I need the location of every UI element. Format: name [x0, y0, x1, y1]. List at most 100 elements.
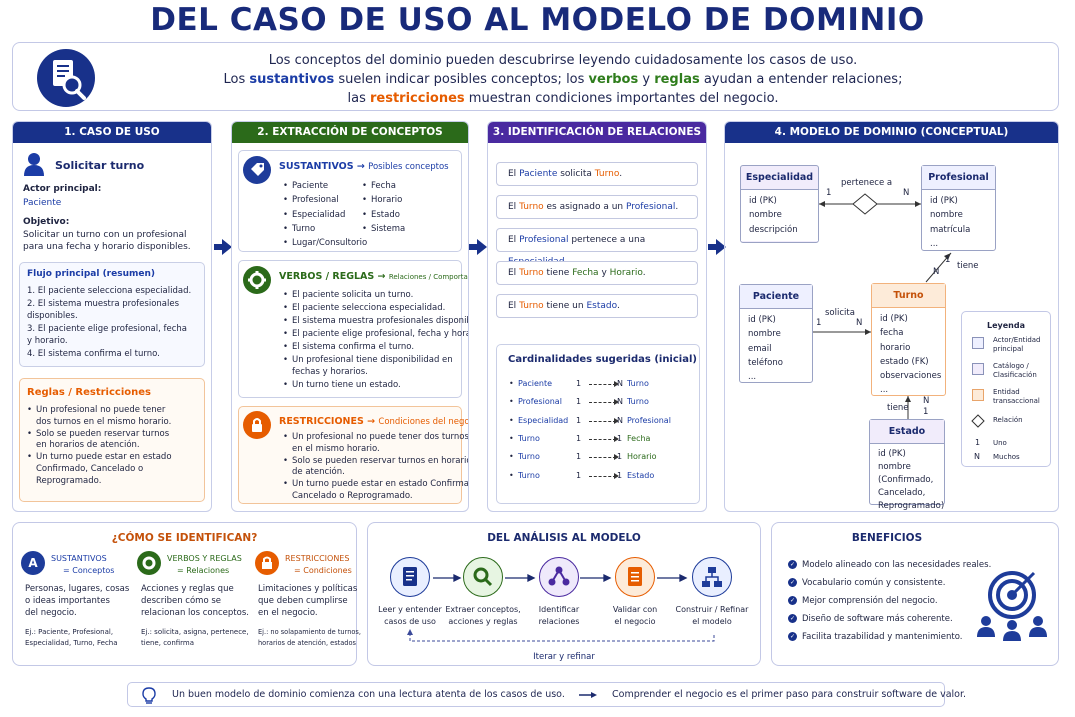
- objective-label: Objetivo:: [23, 217, 70, 227]
- bullet: •: [27, 405, 33, 415]
- list-line: •Un turno puede estar en estado: [27, 452, 172, 463]
- bullet: •: [509, 433, 514, 443]
- benefit-item: ✓Facilita trazabilidad y mantenimiento.: [788, 632, 963, 642]
- list-line: en el negocio.: [258, 608, 318, 618]
- list-line: •Un profesional no puede tener dos turno…: [283, 432, 469, 442]
- bullet: •: [283, 238, 289, 249]
- network-icon: [539, 557, 579, 597]
- intro-line-2: Los sustantivos suelen indicar posibles …: [223, 72, 903, 87]
- list-line: tiene, confirma: [141, 639, 195, 647]
- bullet: •: [362, 209, 368, 220]
- bullet: •: [283, 341, 289, 352]
- list-line: dos turnos en el mismo horario.: [36, 416, 172, 427]
- relation-item: El Turno es asignado a un Profesional.: [496, 195, 698, 219]
- bullet: •: [362, 223, 368, 234]
- card-entity: Turno: [627, 379, 649, 388]
- card-entity: Turno: [518, 452, 540, 462]
- list-line: •Fecha: [362, 179, 405, 193]
- relation-label: solicita: [825, 308, 855, 318]
- bullet: •: [509, 452, 514, 462]
- relation-label: tiene: [957, 261, 979, 271]
- entity-attribute: id (PK): [880, 314, 908, 324]
- entity-attribute: nombre: [748, 329, 781, 340]
- entity-attribute: (Confirmado,: [878, 475, 934, 485]
- entity-attribute: ...: [748, 372, 757, 383]
- bullet: •: [283, 432, 289, 442]
- card-entity: Paciente: [518, 379, 553, 388]
- card-many: N: [617, 379, 623, 388]
- card-many: N: [617, 397, 623, 407]
- category-sub: = Condiciones: [294, 566, 352, 575]
- objective-line: Solicitar un turno con un profesional: [23, 230, 187, 240]
- list-line: •Horario: [362, 193, 405, 207]
- entity-attribute: nombre: [878, 462, 911, 472]
- category-example: Ej.: Paciente, Profesional,Especialidad,…: [25, 627, 118, 649]
- process-arrows: [407, 573, 715, 642]
- restrictions-box: RESTRICCIONES → Condiciones del negocio …: [238, 406, 468, 504]
- relation-item: El Turno tiene un Estado.: [496, 294, 698, 318]
- card-entity: Turno: [518, 470, 540, 480]
- flow-list: 1. El paciente selecciona especialidad.2…: [27, 285, 191, 360]
- flow-arrow-icon: [708, 239, 726, 255]
- flow-arrow-icon: [214, 239, 232, 255]
- dashed-arrow-icon: [589, 417, 619, 424]
- domain-model-column: 4. MODELO DE DOMINIO (CONCEPTUAL) Especi…: [724, 121, 1059, 512]
- card-one: 1: [576, 470, 582, 480]
- card-one: 1: [576, 379, 582, 388]
- entity-attribute: Cancelado,: [878, 488, 926, 498]
- step-label: Leer y entender: [378, 605, 442, 614]
- nouns-title: SUSTANTIVOS → Posibles conceptos: [279, 161, 449, 172]
- bullet: •: [27, 428, 33, 439]
- card-entity: Profesional: [627, 415, 671, 425]
- legend-label: Muchos: [993, 453, 1020, 461]
- bullet: •: [362, 195, 368, 206]
- category-title: VERBOS Y REGLAS: [167, 554, 242, 563]
- document-search-icon: [37, 49, 95, 107]
- list-line: horarios de atención, estados: [258, 639, 356, 647]
- panel-title: BENEFICIOS: [851, 532, 923, 544]
- legend-label: Catálogo /Clasificación: [993, 362, 1037, 379]
- list-line: •El sistema muestra profesionales dispon…: [283, 315, 469, 326]
- dashed-arrow-icon: [589, 454, 619, 461]
- lightbulb-icon: [142, 687, 156, 704]
- category-example: Ej.: no solapamiento de turnos,horarios …: [258, 627, 361, 649]
- column-header: 1. CASO DE USO: [13, 122, 211, 143]
- dashed-arrow-icon: [589, 472, 619, 479]
- benefit-item: ✓Diseño de software más coherente.: [788, 614, 953, 624]
- entity-attribute: observaciones: [880, 371, 942, 382]
- entity-attribute: ...: [880, 385, 889, 396]
- list-line: Acciones y reglas que: [141, 584, 234, 594]
- list-line: de atención.: [292, 467, 345, 478]
- step-label: Validar con: [612, 605, 658, 614]
- verbs-title: VERBOS / REGLAS → Relaciones / Comportam…: [279, 271, 468, 282]
- gear-icon: [137, 551, 161, 575]
- verbs-box: VERBOS / REGLAS → Relaciones / Comportam…: [238, 260, 468, 398]
- list-line: •Solo se pueden reservar turnos: [27, 428, 170, 439]
- nouns-list: •Fecha•Horario•Estado•Sistema: [362, 179, 405, 236]
- intro-line-3: las restricciones muestran condiciones i…: [347, 91, 779, 106]
- footer-text: Comprender el negocio es el primer paso …: [612, 689, 967, 700]
- panel-title: DEL ANÁLISIS AL MODELO: [487, 532, 641, 544]
- card-many: N: [617, 415, 623, 425]
- category-title: SUSTANTIVOS: [51, 554, 107, 563]
- card-one: 1: [576, 415, 582, 425]
- card-entity: Fecha: [627, 433, 651, 443]
- cardinality-many: N: [903, 188, 910, 198]
- list-line: Confirmado, Cancelado o: [36, 463, 144, 474]
- benefit-item: ✓Modelo alineado con las necesidades rea…: [788, 560, 992, 570]
- legend-label: Uno: [993, 439, 1007, 447]
- legend-swatch-actor: [972, 337, 984, 349]
- entity-attribute: ...: [930, 238, 939, 249]
- list-line: •Lugar/Consultorio: [283, 236, 367, 250]
- cardinality-one: 1: [945, 255, 951, 265]
- column-header: 4. MODELO DE DOMINIO (CONCEPTUAL): [725, 122, 1058, 143]
- bullet: •: [283, 328, 289, 339]
- list-line: describen cómo se: [141, 596, 222, 606]
- dashed-arrow-icon: [589, 381, 619, 387]
- cardinality-title: Cardinalidades sugeridas (inicial): [508, 354, 697, 365]
